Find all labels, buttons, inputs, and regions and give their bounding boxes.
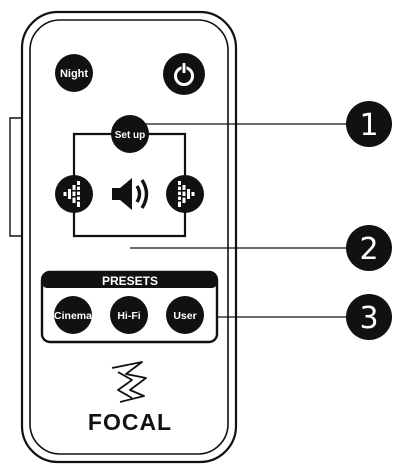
remote-body-inner bbox=[29, 19, 229, 455]
presets-header: PRESETS bbox=[102, 274, 158, 288]
focal-logo-mark bbox=[111, 361, 147, 403]
setup-line-left bbox=[72, 132, 113, 176]
presets-header-bar bbox=[42, 272, 217, 288]
callout-2-number: 2 bbox=[359, 232, 378, 267]
power-button[interactable] bbox=[163, 53, 205, 95]
hifi-button-label: Hi-Fi bbox=[117, 310, 140, 322]
night-button-label: Night bbox=[60, 68, 88, 80]
hifi-button[interactable]: Hi-Fi bbox=[110, 296, 148, 334]
volume-down-icon bbox=[63, 181, 80, 207]
setup-button[interactable]: Set up bbox=[111, 115, 149, 153]
power-icon bbox=[174, 62, 194, 86]
presets-group: PRESETS bbox=[40, 270, 219, 344]
callout-1-number: 1 bbox=[359, 108, 378, 143]
callout-1: 1 bbox=[346, 101, 392, 147]
side-bracket bbox=[9, 117, 22, 237]
focal-logo: FOCAL bbox=[88, 361, 172, 435]
night-button[interactable]: Night bbox=[55, 54, 93, 92]
volume-down-button[interactable] bbox=[55, 175, 93, 213]
cinema-button[interactable]: Cinema bbox=[54, 296, 92, 334]
volume-line bbox=[72, 212, 187, 238]
cinema-button-label: Cinema bbox=[54, 310, 92, 322]
volume-up-icon bbox=[178, 181, 195, 207]
user-button[interactable]: User bbox=[166, 296, 204, 334]
callout-3: 3 bbox=[346, 294, 392, 340]
callout-2: 2 bbox=[346, 225, 392, 271]
brand-name: FOCAL bbox=[88, 409, 172, 435]
callout-3-number: 3 bbox=[359, 301, 378, 336]
setup-button-label: Set up bbox=[115, 130, 146, 141]
setup-line-right bbox=[148, 132, 187, 176]
volume-up-button[interactable] bbox=[166, 175, 204, 213]
user-button-label: User bbox=[173, 310, 196, 322]
speaker-icon bbox=[112, 178, 149, 210]
